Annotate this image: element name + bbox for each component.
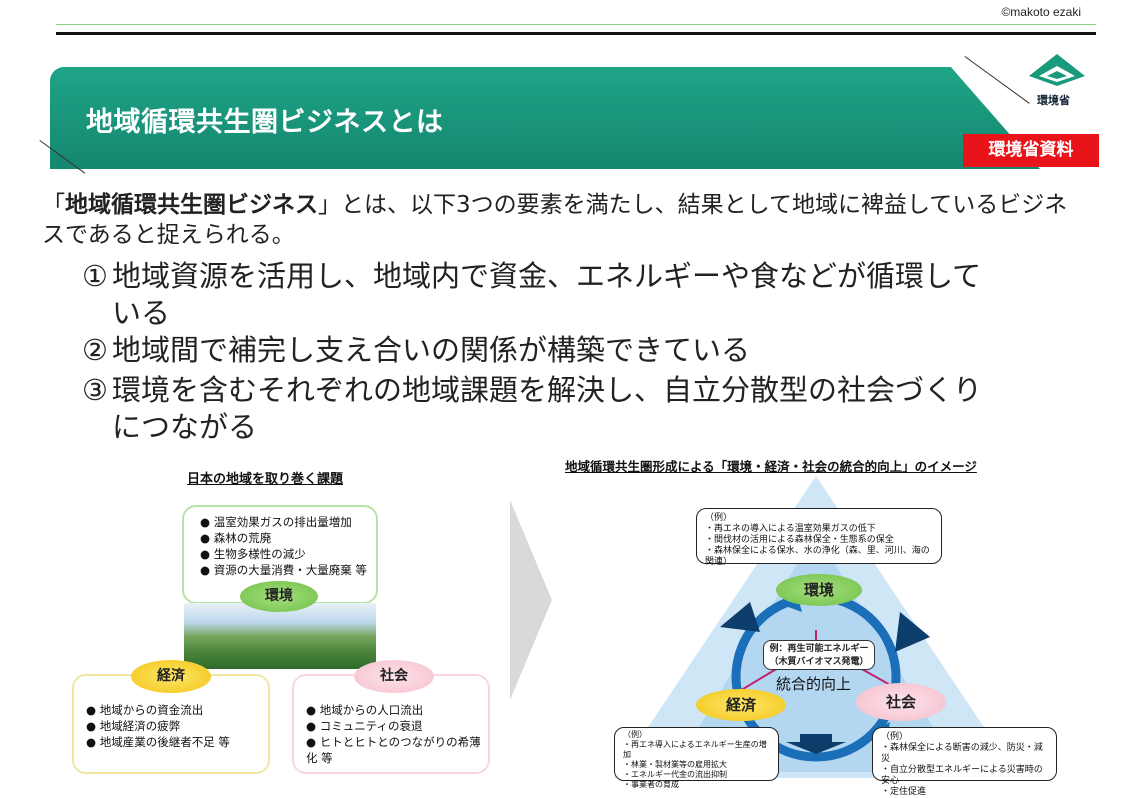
- quote-mark: 「: [42, 192, 65, 218]
- list-item: ・間伐材の活用による森林保全・生態系の保全: [705, 535, 894, 545]
- center-example-line: 例：再生可能エネルギー: [769, 644, 869, 654]
- list-item: ● ヒトとヒトとのつながりの希薄化 等: [306, 735, 481, 765]
- page-title: 地域循環共生圏ビジネスとは: [86, 107, 444, 138]
- element-number: ③: [82, 373, 108, 407]
- example-box-env: （例） ・再エネの導入による温室効果ガスの低下 ・間伐材の活用による森林保全・生…: [696, 508, 942, 567]
- center-example-line: （木質バイオマス発電）: [769, 657, 869, 667]
- env-label-pill: 環境: [240, 581, 318, 612]
- example-head: （例）: [623, 730, 647, 739]
- header-rule-black: [56, 32, 1096, 35]
- intro-term: 地域循環共生圏ビジネス: [65, 192, 318, 218]
- element-text-cont: いる: [112, 296, 171, 330]
- list-item: ● 地域からの資金流出: [86, 703, 204, 717]
- center-example-box: 例：再生可能エネルギー （木質バイオマス発電）: [763, 640, 875, 670]
- source-badge: 環境省資料: [963, 134, 1099, 167]
- left-panel-title: 日本の地域を取り巻く課題: [187, 472, 344, 487]
- intro-text: 」とは、以下3つの要素を満たし、結果として地域に裨益しているビジネスであると捉え…: [42, 192, 1068, 248]
- list-item: ・再エネ導入によるエネルギー生産の増加: [623, 740, 767, 759]
- right-arrow-icon: [510, 500, 552, 700]
- header-rule-green: [56, 24, 1096, 25]
- list-item: ・定住促進: [881, 787, 927, 797]
- list-item: ● 資源の大量消費・大量廃棄 等: [200, 563, 367, 577]
- ministry-logo-text: 環境省: [1037, 94, 1070, 107]
- integration-label: 統合的向上: [776, 675, 852, 693]
- example-box-eco: （例） ・再エネ導入によるエネルギー生産の増加 ・林業・製材業等の雇用拡大 ・エ…: [614, 727, 779, 789]
- eco-label-pill: 経済: [131, 660, 211, 693]
- list-item: ● 地域経済の疲弊: [86, 719, 181, 733]
- list-item: ● 温室効果ガスの排出量増加: [200, 515, 352, 529]
- list-item: ● 地域からの人口流出: [306, 703, 424, 717]
- env-label-pill: 環境: [776, 574, 862, 606]
- eco-label-pill: 経済: [696, 689, 786, 721]
- element-text-cont: につながる: [112, 410, 258, 444]
- list-item: ・森林保全による保水、水の浄化（森、里、河川、海の関連）: [705, 546, 930, 567]
- list-item: ● 生物多様性の減少: [200, 547, 306, 561]
- element-number: ②: [82, 333, 108, 367]
- list-item: ・事業者の育成: [623, 780, 679, 789]
- list-item: ・再エネの導入による温室効果ガスの低下: [705, 524, 876, 534]
- list-item: ● 地域産業の後継者不足 等: [86, 735, 230, 749]
- ministry-logo-icon: [1029, 54, 1085, 86]
- list-item: ● コミュニティの衰退: [306, 719, 423, 733]
- intro-paragraph: 「地域循環共生圏ビジネス」とは、以下3つの要素を満たし、結果として地域に裨益して…: [42, 190, 1082, 250]
- eco-issues-box: ● 地域からの資金流出 ● 地域経済の疲弊 ● 地域産業の後継者不足 等: [72, 674, 270, 774]
- example-head: （例）: [705, 513, 733, 523]
- soc-label-pill: 社会: [354, 660, 434, 693]
- right-panel-title: 地域循環共生圏形成による「環境・経済・社会の統合的向上」のイメージ: [565, 459, 977, 474]
- element-text: 環境を含むそれぞれの地域課題を解決し、自立分散型の社会づくり: [112, 373, 983, 407]
- soc-label-pill: 社会: [856, 683, 946, 721]
- copyright-text: ©makoto ezaki: [1001, 5, 1081, 19]
- landscape-image: [184, 603, 376, 669]
- element-text: 地域資源を活用し、地域内で資金、エネルギーや食などが循環して: [112, 259, 982, 293]
- example-box-soc: （例） ・森林保全による断害の減少、防災・減災 ・自立分散型エネルギーによる災害…: [872, 727, 1057, 797]
- example-head: （例）: [881, 732, 909, 742]
- list-item: ・自立分散型エネルギーによる災害時の安心: [881, 765, 1043, 786]
- element-number: ①: [82, 259, 108, 293]
- title-banner: [50, 67, 1040, 169]
- list-item: ● 森林の荒廃: [200, 531, 272, 545]
- element-text: 地域間で補完し支え合いの関係が構築できている: [112, 333, 751, 367]
- list-item: ・森林保全による断害の減少、防災・減災: [881, 743, 1043, 764]
- list-item: ・エネルギー代金の流出抑制: [623, 770, 727, 779]
- list-item: ・林業・製材業等の雇用拡大: [623, 760, 727, 769]
